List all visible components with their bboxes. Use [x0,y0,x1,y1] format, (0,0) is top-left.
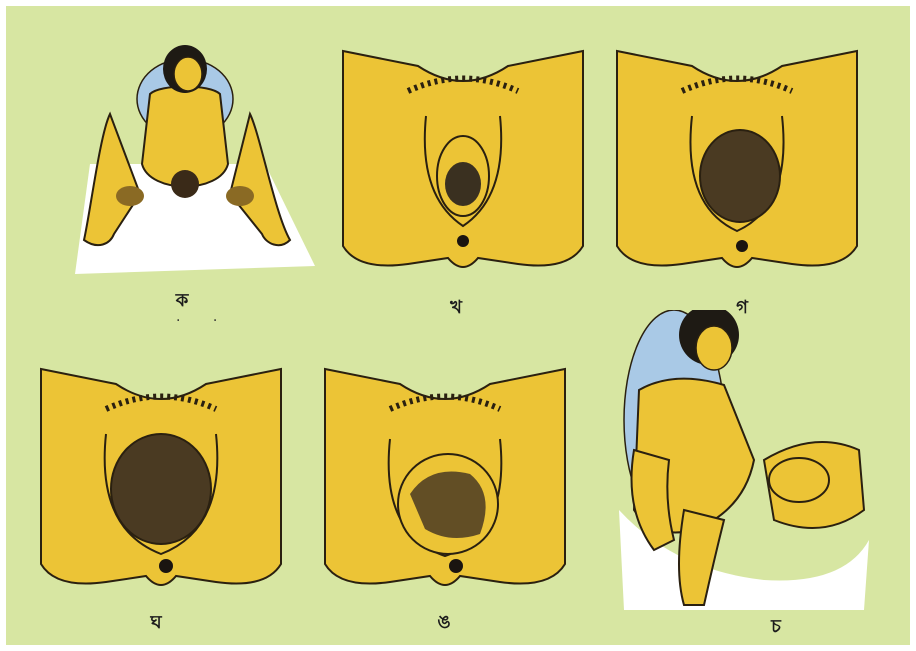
stray-marks: . . [176,309,231,325]
head-rotation-illustration [320,354,570,594]
crowning-early-illustration [338,36,588,276]
birthing-position-illustration [70,44,320,274]
head-emerging-illustration [36,354,286,594]
panel-gha-head-emerging [36,354,286,594]
panel-kha-crowning-early [338,36,588,276]
panel-ga-crowning-progress [612,36,862,276]
panel-ca-baby-delivered [614,310,884,610]
panel-label-gha: ঘ [136,608,176,639]
crowning-progress-illustration [612,36,862,276]
panel-ka-birthing-position [70,44,320,274]
panel-label-kha: খ [436,293,476,324]
panel-label-ca: চ [756,612,796,643]
illustration-sheet: ক . . খ গ ঘ [6,6,910,645]
baby-delivered-illustration [614,310,884,610]
panel-label-uma: ঙ [424,608,464,639]
panel-uma-head-rotation [320,354,570,594]
